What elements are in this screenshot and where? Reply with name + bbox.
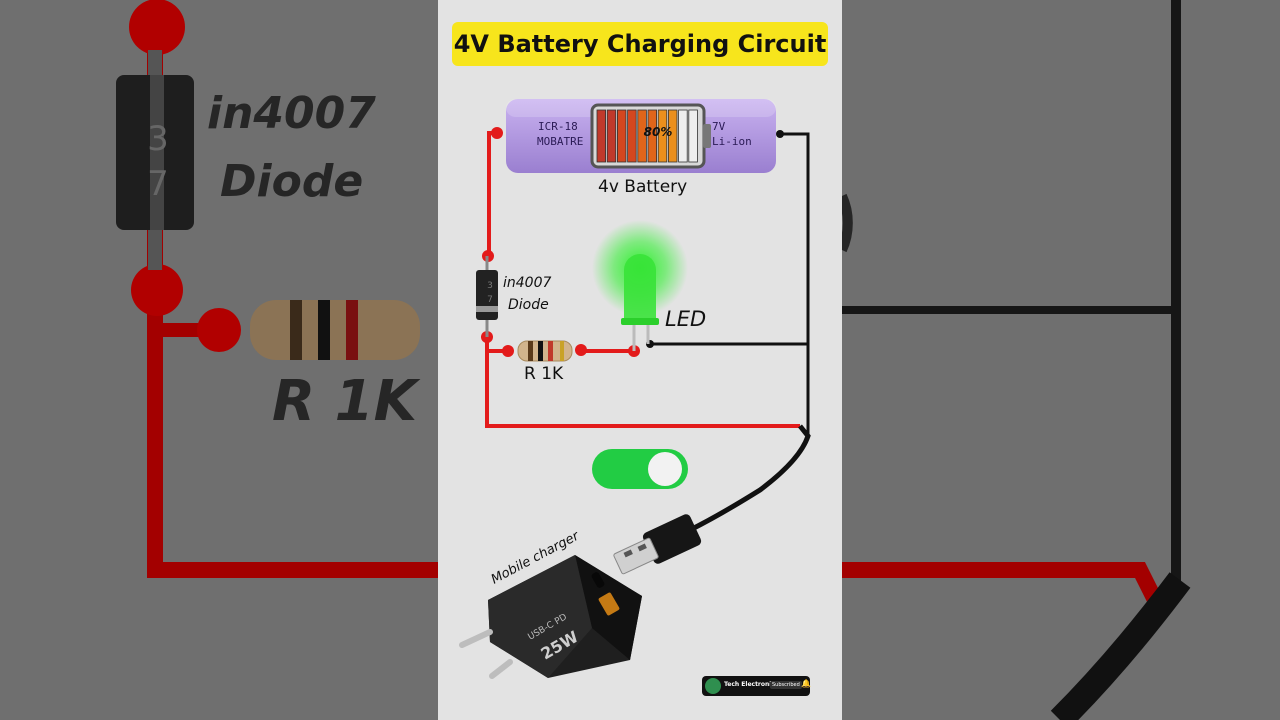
battery-label: 4v Battery xyxy=(598,177,687,197)
mobile-charger: USB-C PD 25W xyxy=(459,555,642,679)
led-label: LED xyxy=(665,307,706,331)
battery-level-icon: 80% xyxy=(590,103,711,169)
negative-wires xyxy=(650,132,810,436)
resistor-label: R 1K xyxy=(524,364,564,384)
battery-print-right2: Li-ion xyxy=(712,135,752,148)
diode: 3 7 xyxy=(476,256,498,337)
battery-charge-cell xyxy=(688,109,698,163)
subscribed-button[interactable]: Subscribed xyxy=(770,681,802,689)
battery-charge-text: 80% xyxy=(644,125,673,139)
diode-label-line2: Diode xyxy=(508,297,549,313)
battery-print-line2: MOBATRE xyxy=(537,135,583,148)
junction-dot xyxy=(575,344,587,356)
title-banner xyxy=(452,22,828,66)
battery-charge-cell xyxy=(627,109,637,163)
battery-charge-cell xyxy=(657,109,668,163)
battery-charge-cell xyxy=(617,109,627,163)
led xyxy=(592,220,688,351)
bell-icon[interactable]: 🔔 xyxy=(801,679,811,688)
junction-dot xyxy=(776,130,784,138)
battery-charge-cell xyxy=(647,109,658,163)
channel-avatar xyxy=(705,678,721,694)
svg-text:7: 7 xyxy=(147,164,169,204)
battery: ICR-18 MOBATRE 7V Li-ion 80% xyxy=(506,99,776,173)
usb-cable xyxy=(613,424,811,575)
channel-name: Tech Electronic xyxy=(724,681,775,688)
battery-print-right1: 7V xyxy=(712,120,726,133)
svg-text:3: 3 xyxy=(487,281,493,291)
svg-text:7: 7 xyxy=(487,295,493,305)
svg-text:3: 3 xyxy=(147,119,169,159)
toggle-switch[interactable] xyxy=(592,449,688,489)
junction-dot xyxy=(491,127,503,139)
bg-diode-line1: in4007 xyxy=(207,88,376,139)
page-title: 4V Battery Charging Circuit xyxy=(453,30,827,58)
battery-charge-cell xyxy=(596,109,607,163)
bg-resistor-label: R 1K xyxy=(272,369,421,434)
junction-dot xyxy=(502,345,514,357)
resistor xyxy=(517,340,573,362)
diode-label-line1: in4007 xyxy=(503,275,551,291)
battery-charge-cell xyxy=(678,109,688,163)
battery-charge-cell xyxy=(606,109,617,163)
bg-diode-line2: Diode xyxy=(220,156,363,207)
battery-charge-cell xyxy=(637,109,647,163)
battery-charge-cell xyxy=(668,109,678,163)
battery-print-line1: ICR-18 xyxy=(538,120,578,133)
